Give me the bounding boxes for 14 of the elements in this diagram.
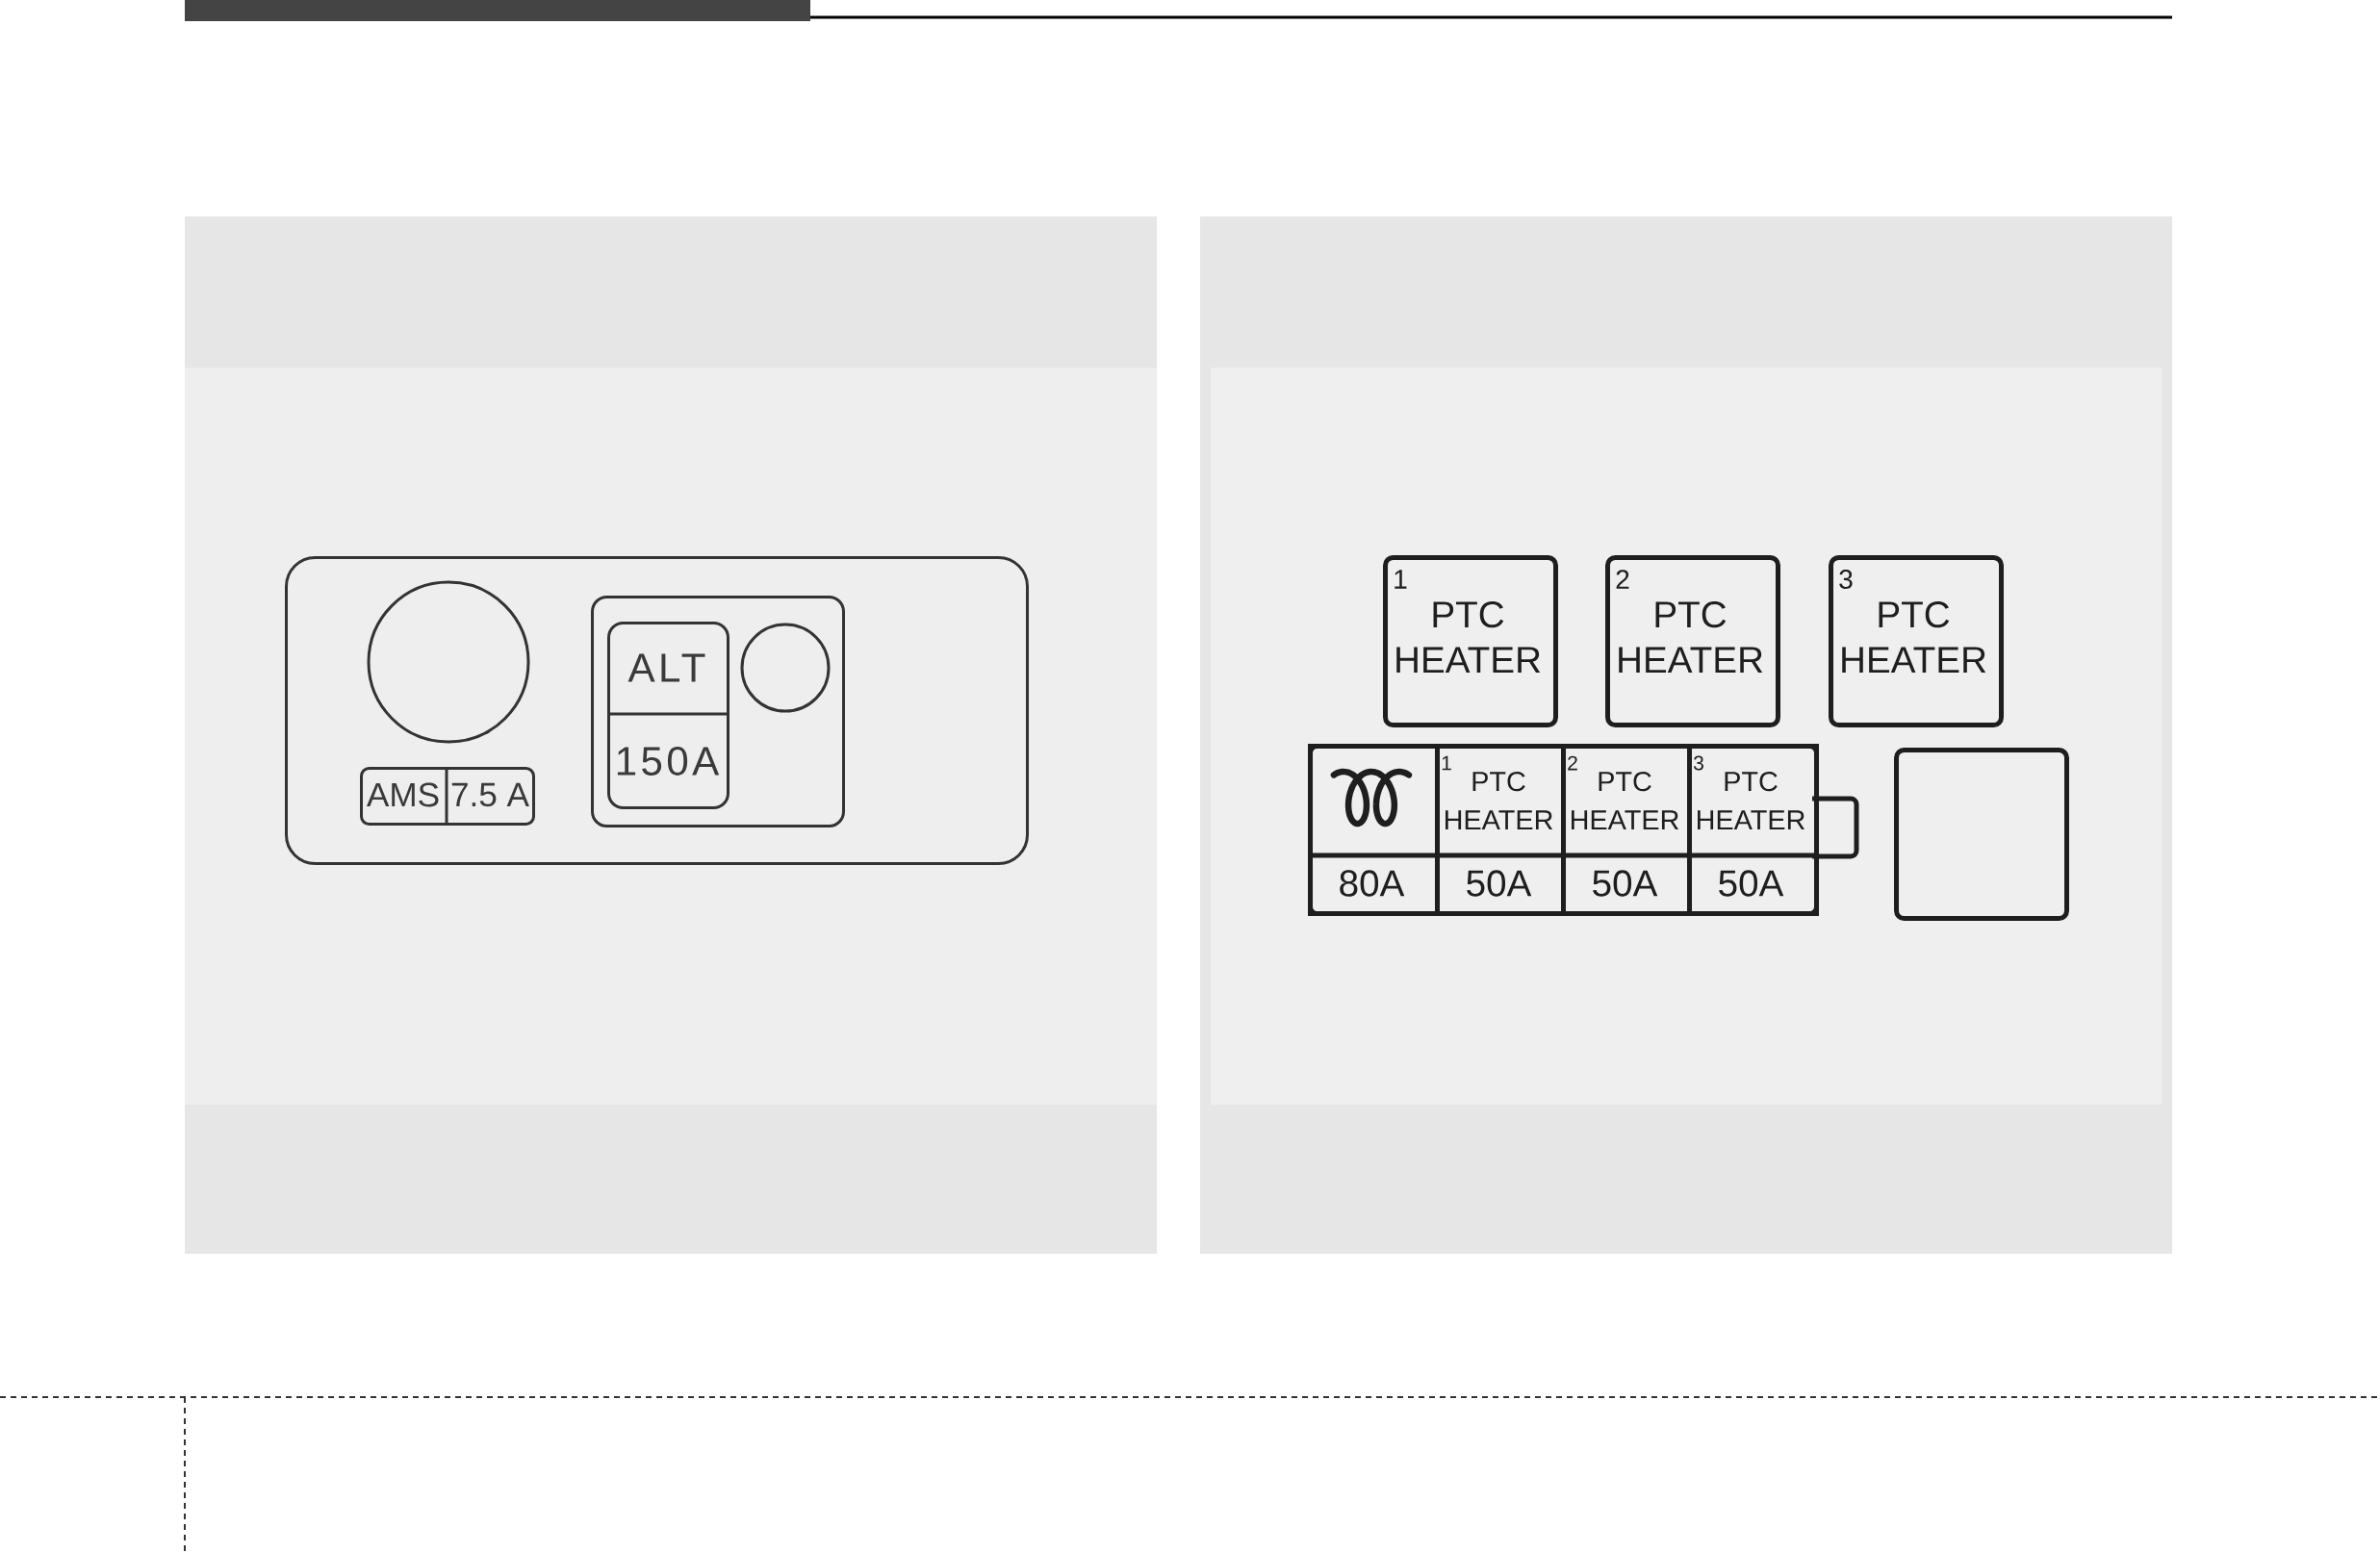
fuse-cell: 80A [1308, 744, 1440, 916]
circle-outline [367, 580, 530, 744]
relay-box: 3 PTC HEATER [1829, 555, 2004, 727]
fuse-label: ALT 150A [607, 622, 729, 809]
fuse-label: AMS 7.5 A [360, 767, 535, 826]
circle-outline [740, 623, 831, 713]
fuse-cell: 1 PTC HEATER 50A [1435, 744, 1566, 916]
fuse-holder [591, 596, 845, 827]
relay-box: 2 PTC HEATER [1605, 555, 1780, 727]
relay-box: 1 PTC HEATER [1383, 555, 1558, 727]
empty-square [1894, 748, 2069, 921]
fuse-cell: 3 PTC HEATER 50A [1687, 744, 1819, 916]
fuse-box [285, 556, 1029, 865]
fuse-cell: 2 PTC HEATER 50A [1561, 744, 1692, 916]
